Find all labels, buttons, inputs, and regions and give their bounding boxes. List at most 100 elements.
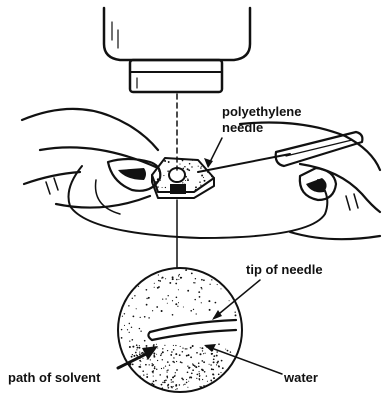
- stipple-dot: [133, 355, 135, 357]
- stipple-dot: [201, 175, 203, 177]
- stipple-dot: [172, 278, 174, 280]
- stipple-dot: [125, 283, 127, 285]
- stipple-dot: [179, 164, 180, 165]
- stipple-dot: [161, 278, 162, 279]
- stipple-dot: [188, 169, 190, 171]
- stipple-dot: [153, 381, 155, 383]
- stipple-dot: [188, 367, 190, 369]
- stipple-dot: [161, 353, 162, 354]
- stipple-dot: [138, 386, 140, 388]
- stipple-dot: [162, 387, 163, 388]
- stipple-dot: [141, 385, 142, 386]
- stipple-dot: [144, 316, 146, 318]
- stipple-dot: [132, 354, 133, 355]
- stipple-dot: [217, 383, 218, 384]
- stipple-dot: [200, 167, 202, 169]
- stipple-dot: [195, 189, 197, 191]
- stipple-dot: [128, 273, 129, 274]
- stipple-dot: [150, 386, 151, 387]
- stipple-dot: [186, 348, 187, 349]
- stipple-dot: [146, 289, 148, 291]
- stipple-dot: [158, 274, 159, 275]
- label-path-of-solvent: path of solvent: [8, 370, 101, 385]
- stipple-dot: [209, 309, 211, 311]
- stipple-dot: [134, 269, 136, 271]
- stipple-dot: [187, 194, 189, 196]
- stipple-dot: [122, 316, 123, 317]
- stipple-dot: [200, 268, 201, 269]
- stipple-dot: [159, 280, 161, 282]
- stipple-dot: [187, 179, 189, 181]
- stipple-dot: [150, 359, 151, 360]
- stipple-dot: [229, 300, 230, 301]
- stipple-dot: [201, 166, 202, 167]
- stipple-dot: [199, 379, 200, 380]
- stipple-dot: [201, 360, 203, 362]
- stipple-dot: [167, 350, 168, 351]
- stipple-dot: [172, 381, 174, 383]
- stipple-dot: [139, 328, 140, 329]
- stipple-dot: [188, 354, 190, 356]
- stipple-dot: [237, 302, 238, 303]
- stipple-dot: [119, 298, 120, 299]
- stipple-dot: [118, 361, 119, 362]
- stipple-dot: [168, 161, 170, 163]
- stipple-dot: [173, 386, 174, 387]
- stipple-dot: [161, 384, 163, 386]
- stipple-dot: [227, 350, 229, 352]
- stipple-dot: [153, 353, 155, 355]
- stipple-dot: [121, 337, 123, 339]
- stipple-dot: [237, 377, 238, 378]
- stipple-dot: [194, 282, 195, 283]
- stipple-dot: [132, 346, 134, 348]
- stipple-dot: [184, 166, 185, 167]
- stipple-dot: [231, 279, 232, 280]
- stipple-dot: [201, 302, 202, 303]
- stipple-dot: [189, 163, 191, 165]
- stipple-dot: [140, 366, 142, 368]
- stipple-dot: [176, 388, 177, 389]
- stipple-dot: [146, 298, 147, 299]
- stipple-dot: [202, 379, 203, 380]
- stipple-dot: [138, 267, 140, 269]
- stipple-dot: [152, 363, 153, 364]
- stipple-dot: [183, 306, 184, 307]
- stipple-dot: [132, 298, 133, 299]
- stipple-dot: [171, 379, 173, 381]
- stipple-dot: [156, 159, 157, 160]
- stipple-dot: [172, 276, 174, 278]
- stipple-dot: [172, 376, 174, 378]
- label-tip-of-needle: tip of needle: [246, 262, 323, 277]
- stipple-dot: [167, 372, 168, 373]
- stipple-dot: [223, 271, 225, 273]
- stipple-dot: [204, 371, 206, 373]
- stipple-dot: [208, 157, 209, 158]
- stipple-dot: [132, 315, 134, 317]
- stipple-dot: [200, 184, 201, 185]
- stipple-dot: [193, 309, 194, 310]
- stipple-dot: [220, 276, 221, 277]
- stipple-dot: [191, 273, 193, 275]
- stipple-dot: [186, 379, 187, 380]
- stipple-dot: [157, 180, 159, 182]
- stipple-dot: [195, 186, 197, 188]
- stipple-dot: [193, 282, 194, 283]
- stipple-dot: [148, 317, 150, 319]
- stipple-dot: [128, 377, 129, 378]
- stipple-dot: [184, 384, 185, 385]
- stipple-dot: [175, 372, 176, 373]
- stipple-dot: [192, 363, 193, 364]
- stipple-dot: [129, 340, 130, 341]
- stipple-dot: [218, 373, 220, 375]
- stipple-dot: [165, 298, 166, 299]
- stipple-dot: [129, 346, 131, 348]
- stipple-dot: [128, 276, 129, 277]
- stipple-dot: [213, 361, 215, 363]
- stipple-dot: [140, 330, 141, 331]
- stipple-dot: [162, 359, 163, 360]
- stipple-dot: [220, 372, 221, 373]
- stipple-dot: [142, 358, 143, 359]
- stipple-dot: [160, 180, 161, 181]
- stipple-dot: [138, 384, 139, 385]
